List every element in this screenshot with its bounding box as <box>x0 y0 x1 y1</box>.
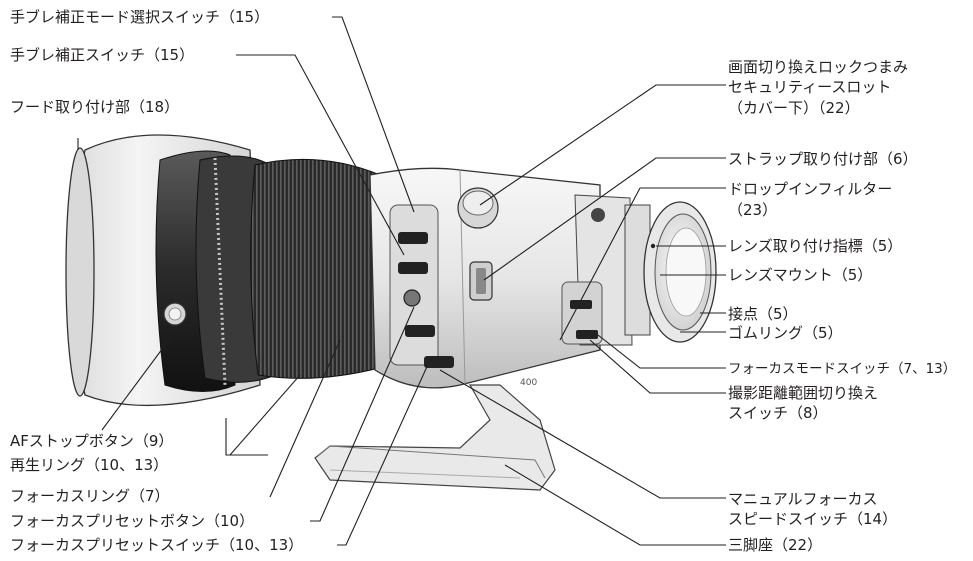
label-focus-ring: フォーカスリング（7） <box>10 487 170 505</box>
lens-body: 400 <box>369 167 601 389</box>
label-focus-preset-button: フォーカスプリセットボタン（10） <box>10 512 255 530</box>
label-stabilizer-switch: 手ブレ補正スイッチ（15） <box>10 46 195 64</box>
label-stabilizer-mode-switch: 手ブレ補正モード選択スイッチ（15） <box>10 8 270 26</box>
label-focus-preset-switch: フォーカスプリセットスイッチ（10、13） <box>10 536 304 554</box>
focus-ring <box>250 158 391 379</box>
label-drop-in-filter-ref: （23） <box>728 201 778 219</box>
label-rubber-ring: ゴムリング（5） <box>728 324 843 342</box>
label-contacts: 接点（5） <box>728 305 798 323</box>
label-security-slot-note: （カバー下）（22） <box>728 99 860 117</box>
label-rotation-lock-knob: 画面切り換えロックつまみ <box>728 58 909 76</box>
rear-barrel <box>561 194 633 346</box>
label-lens-mount: レンズマウント（5） <box>728 266 873 284</box>
label-strap-mount: ストラップ取り付け部（6） <box>728 150 918 168</box>
label-playback-ring: 再生リング（10、13） <box>10 456 169 474</box>
label-mf-speed-switch: マニュアルフォーカス <box>728 490 878 508</box>
tripod-foot <box>314 384 556 491</box>
label-focus-mode-switch: フォーカスモードスイッチ（7、13） <box>728 361 957 377</box>
leader-lines <box>77 16 726 546</box>
label-mf-speed-switch-2: スピードスイッチ（14） <box>728 510 898 528</box>
label-af-stop-button: AFストップボタン（9） <box>10 432 174 450</box>
label-lens-mount-index: レンズ取り付け指標（5） <box>728 237 903 255</box>
lens-mount-assembly <box>624 201 717 343</box>
label-tripod-mount: 三脚座（22） <box>728 536 823 554</box>
label-security-slot: セキュリティースロット <box>728 78 892 96</box>
focal-length-marking: 400 <box>520 378 537 388</box>
label-drop-in-filter: ドロップインフィルター <box>728 180 893 198</box>
label-distance-range-switch-2: スイッチ（8） <box>728 404 828 422</box>
label-distance-range-switch: 撮影距離範囲切り換え <box>728 384 879 402</box>
label-hood-mount: フード取り付け部（18） <box>10 98 180 116</box>
